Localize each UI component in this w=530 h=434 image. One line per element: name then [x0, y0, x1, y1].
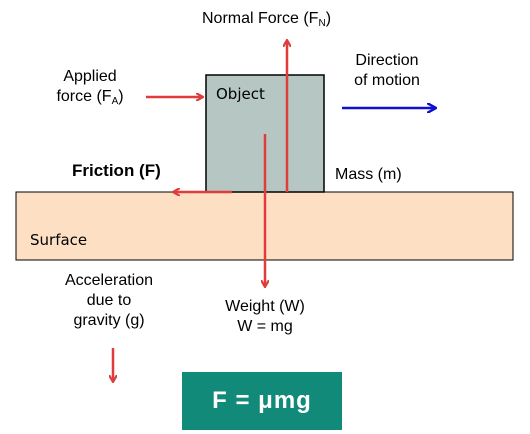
normal-force-subscript: N — [318, 18, 326, 29]
surface-label: Surface — [30, 231, 88, 249]
normal-force-close: ) — [325, 10, 332, 27]
applied-close: ) — [118, 88, 124, 105]
direction-line1: Direction — [355, 52, 419, 69]
weight-line1: Weight (W) — [225, 298, 305, 315]
accel-line3: gravity (g) — [73, 312, 145, 329]
applied-line2: force (F — [56, 88, 112, 105]
mass-label: Mass (m) — [335, 166, 402, 183]
applied-force-label: Applied force (FA) — [44, 67, 136, 107]
object-label: Object — [216, 85, 265, 103]
friction-formula: F = μmg — [212, 387, 312, 414]
acceleration-label: Acceleration due to gravity (g) — [44, 271, 174, 331]
friction-formula-box: F = μmg — [182, 372, 342, 430]
normal-force-text: Normal Force (F — [202, 10, 319, 27]
weight-label: Weight (W) W = mg — [210, 297, 320, 337]
accel-line1: Acceleration — [64, 272, 154, 289]
direction-line2: of motion — [354, 72, 420, 89]
weight-line2: W = mg — [237, 318, 293, 335]
applied-line1: Applied — [63, 68, 117, 85]
normal-force-label: Normal Force (FN) — [202, 9, 331, 29]
friction-label: Friction (F) — [72, 161, 161, 180]
accel-line2: due to — [86, 292, 132, 309]
applied-subscript: A — [111, 96, 119, 107]
direction-label: Direction of motion — [342, 51, 432, 91]
